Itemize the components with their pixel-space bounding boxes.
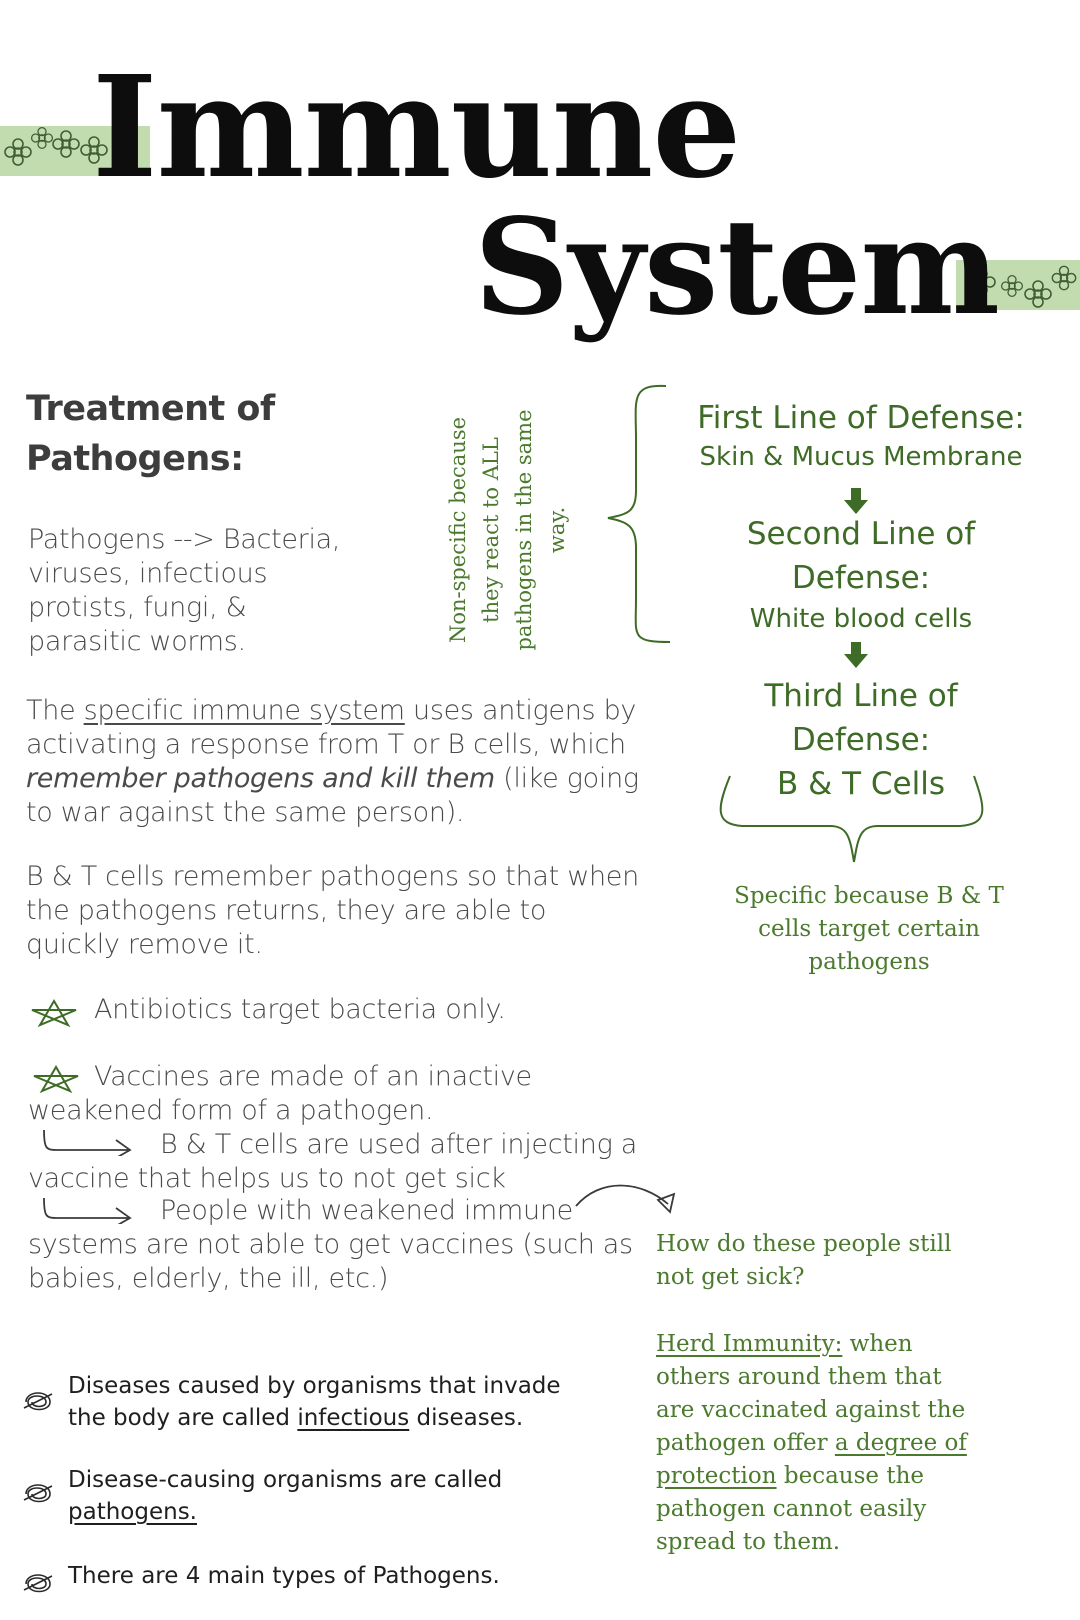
bullet-four-types: There are 4 main types of Pathogens. [68,1563,500,1589]
second-line-title: Second Line of Defense: [746,516,976,596]
scribble-bullet-icon [23,1392,53,1411]
flower-icon [30,126,54,150]
vaccines-line2: weakened form of a pathogen. [28,1095,434,1126]
vaccines-line4: vaccine that helps us to not get sick [28,1163,506,1194]
herd-immunity-explanation: Herd Immunity: when others around them t… [656,1331,967,1555]
vaccines-line3: B & T cells are used after injecting a [160,1129,637,1160]
star-icon [33,1065,79,1094]
herd-question: How do these people still not get sick? [656,1231,952,1290]
flower-icon [4,138,32,166]
arrow-down-icon [844,488,868,514]
hook-arrow-icon [43,1129,132,1156]
vaccines-line7: babies, elderly, the ill, etc.) [28,1263,389,1294]
flower-icon [52,130,80,158]
specific-note: Specific because B & T cells target cert… [734,883,1004,975]
section-heading: Treatment of Pathogens: [26,389,275,479]
vaccines-line6: systems are not able to get vaccines (su… [28,1229,633,1260]
page-title-line2: System [474,190,1000,345]
bullet-pathogens: Disease-causing organisms are called pat… [68,1467,503,1525]
page-title-line1: Immune [92,46,741,210]
first-line-title: First Line of Defense: [697,400,1025,436]
third-line-sub: B & T Cells [776,766,946,802]
remember-paragraph: B & T cells remember pathogens so that w… [26,861,639,960]
curved-arrow-icon [575,1184,676,1214]
star-icon [31,999,77,1028]
hook-arrow-icon [43,1197,132,1224]
title-accent-band-left [0,126,150,176]
first-line-sub: Skin & Mucus Membrane [699,442,1023,472]
scribble-bullet-icon [23,1574,53,1593]
curly-brace-vertical [607,384,671,643]
arrow-down-icon [844,642,868,668]
pathogens-list: Pathogens --> Bacteria, viruses, infecti… [28,524,341,657]
nonspecific-note: Non-specific because they react to ALL p… [446,409,569,651]
herd-immunity-term: Herd Immunity: [656,1331,843,1357]
specific-immune-paragraph: The specific immune system uses antigens… [26,695,639,828]
bullet-infectious: Diseases caused by organisms that invade… [68,1373,561,1431]
specific-immune-system-term: specific immune system [83,695,405,726]
second-line-sub: White blood cells [749,604,973,634]
flower-icon [80,136,108,164]
antibiotics-note: Antibiotics target bacteria only. [94,994,506,1025]
curly-brace-horizontal [719,775,984,863]
flower-icon [1000,274,1024,298]
third-line-title: Third Line of Defense: B & T Cells [676,674,1046,806]
flower-icon [968,268,996,296]
flower-icon [1024,280,1052,308]
flower-icon [1051,265,1077,291]
vaccines-line5: People with weakened immune [160,1195,573,1226]
scribble-bullet-icon [23,1484,53,1503]
vaccines-line1: Vaccines are made of an inactive [94,1061,532,1092]
